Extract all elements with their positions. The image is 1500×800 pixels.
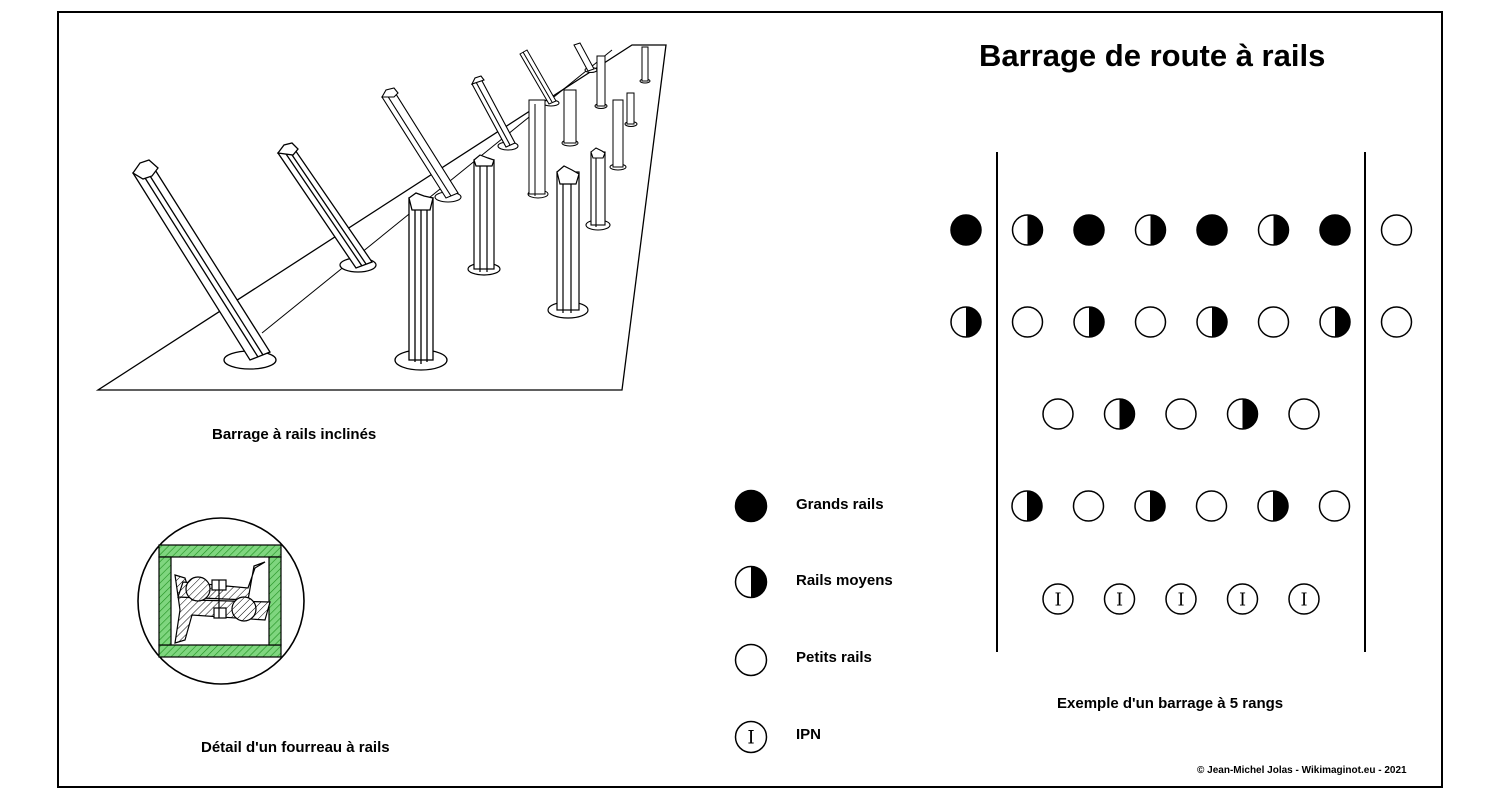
ipn-rail-mark: I	[1226, 583, 1259, 615]
page-title: Barrage de route à rails	[979, 38, 1326, 73]
legend-label-ipn: IPN	[796, 726, 822, 743]
medium-rail-mark	[1319, 306, 1351, 338]
caption-sleeve-detail: Détail d'un fourreau à rails	[201, 739, 390, 756]
large-rail-mark	[950, 214, 982, 246]
legend-label-small-rails: Petits rails	[796, 649, 872, 666]
medium-rail-mark	[1011, 490, 1043, 522]
svg-text:I: I	[747, 728, 754, 749]
small-rail-mark	[1288, 398, 1320, 430]
rail-vertical	[639, 46, 651, 84]
legend-large-mark	[734, 489, 768, 523]
svg-text:I: I	[1116, 589, 1123, 610]
legend-small-mark	[734, 643, 768, 677]
rail-vertical	[594, 55, 608, 109]
small-rail-mark	[1011, 306, 1044, 338]
legend-ipn-mark: I	[734, 720, 768, 754]
rail-vertical	[394, 192, 448, 371]
medium-rail-mark	[1073, 306, 1105, 338]
legend-label-medium-rails: Rails moyens	[796, 572, 893, 589]
rail-vertical	[585, 147, 611, 231]
ipn-rail-mark: I	[1288, 583, 1320, 615]
rail-inclined	[519, 49, 560, 107]
rail-inclined	[470, 75, 519, 151]
small-rail-mark	[1195, 490, 1228, 522]
rail-vertical	[547, 165, 589, 319]
rail-vertical	[624, 92, 638, 127]
svg-text:I: I	[1239, 589, 1246, 610]
rail-vertical	[609, 99, 627, 171]
caption-inclined-rails: Barrage à rails inclinés	[212, 426, 377, 443]
small-rail-mark	[1318, 490, 1351, 522]
small-rail-mark	[1134, 306, 1167, 338]
medium-rail-mark	[1257, 490, 1289, 522]
rail-inclined	[276, 142, 377, 273]
rail-inclined	[132, 159, 277, 370]
medium-rail-mark	[1011, 214, 1044, 246]
ipn-rail-mark: I	[1042, 583, 1074, 615]
medium-rail-mark	[1103, 398, 1136, 430]
legend-medium-mark	[734, 565, 768, 599]
medium-rail-mark	[1196, 306, 1228, 338]
large-rail-mark	[1319, 214, 1351, 246]
small-rail-mark	[1072, 490, 1105, 522]
drawing-frame	[57, 11, 1443, 788]
svg-text:I: I	[1054, 589, 1061, 610]
small-rail-mark	[1165, 398, 1197, 430]
ipn-rail-mark: I	[1165, 583, 1197, 615]
small-rail-mark	[1380, 306, 1413, 338]
copyright-credit: © Jean-Michel Jolas - Wikimaginot.eu - 2…	[1197, 765, 1407, 776]
rail-vertical	[527, 99, 549, 199]
small-rail-mark	[1380, 214, 1413, 246]
large-rail-mark	[1073, 214, 1105, 246]
svg-text:I: I	[1300, 589, 1307, 610]
medium-rail-mark	[1257, 214, 1290, 246]
svg-text:I: I	[1177, 589, 1184, 610]
medium-rail-mark	[1134, 214, 1167, 246]
legend-label-large-rails: Grands rails	[796, 496, 884, 513]
small-rail-mark	[1257, 306, 1290, 338]
rail-vertical	[561, 89, 579, 147]
ipn-rail-mark: I	[1103, 583, 1136, 615]
large-rail-mark	[1196, 214, 1228, 246]
medium-rail-mark	[1226, 398, 1259, 430]
rail-inclined	[381, 87, 462, 203]
caption-example-barrier: Exemple d'un barrage à 5 rangs	[1057, 695, 1284, 712]
small-rail-mark	[1042, 398, 1074, 430]
medium-rail-mark	[950, 306, 982, 338]
medium-rail-mark	[1134, 490, 1166, 522]
rail-inclined	[573, 42, 598, 73]
rail-vertical	[467, 154, 501, 276]
